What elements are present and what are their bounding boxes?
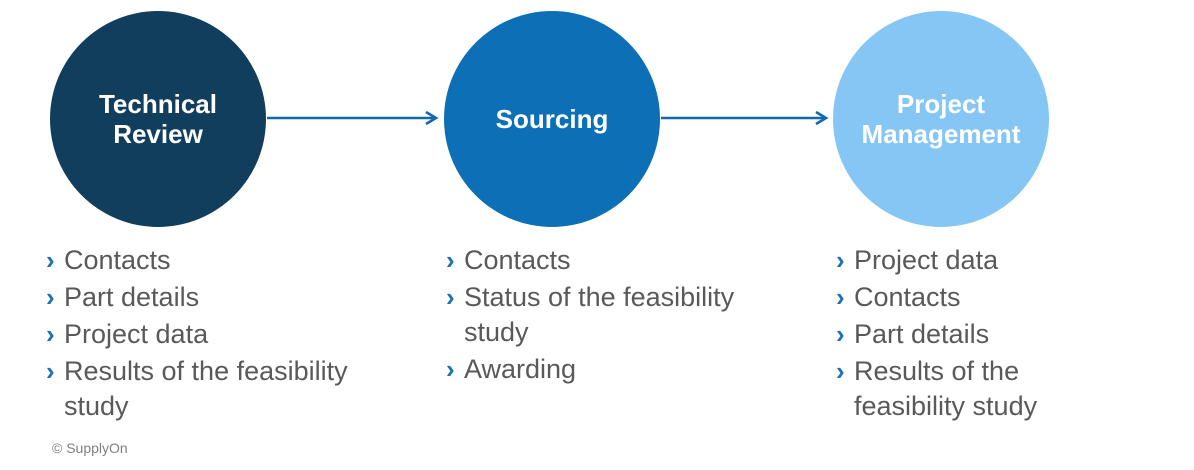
list-item-text: Contacts	[64, 245, 171, 275]
stage-list-technical-review: › Contacts › Part details › Project data…	[46, 243, 388, 426]
list-item-text: Part details	[64, 282, 200, 312]
chevron-bullet-icon: ›	[46, 282, 55, 312]
list-item: › Contacts	[836, 280, 1136, 315]
chevron-bullet-icon: ›	[446, 282, 455, 312]
list-item-text: Awarding	[464, 354, 577, 384]
list-item: › Awarding	[446, 352, 788, 387]
chevron-bullet-icon: ›	[836, 282, 845, 312]
list-item: › Part details	[46, 280, 388, 315]
stage-circle-technical-review: Technical Review	[50, 11, 266, 227]
stage-title-sourcing: Sourcing	[495, 103, 609, 134]
chevron-bullet-icon: ›	[46, 356, 55, 386]
stage-title-project-management: Project Management	[861, 88, 1021, 149]
chevron-bullet-icon: ›	[446, 354, 455, 384]
chevron-bullet-icon: ›	[836, 356, 845, 386]
list-item-text: Results of the feasibility study	[854, 356, 1038, 421]
list-item: › Contacts	[46, 243, 388, 278]
stage-title-technical-review: Technical Review	[98, 88, 217, 149]
list-item-text: Contacts	[464, 245, 571, 275]
chevron-bullet-icon: ›	[46, 245, 55, 275]
chevron-bullet-icon: ›	[446, 245, 455, 275]
chevron-bullet-icon: ›	[836, 245, 845, 275]
list-item-text: Part details	[854, 319, 990, 349]
stage-circle-sourcing: Sourcing	[444, 11, 660, 227]
list-item: › Results of the feasibility study	[46, 354, 388, 424]
chevron-bullet-icon: ›	[836, 319, 845, 349]
list-item-text: Contacts	[854, 282, 961, 312]
list-item-text: Project data	[64, 319, 209, 349]
list-item: › Part details	[836, 317, 1136, 352]
list-item-text: Results of the feasibility study	[64, 356, 348, 421]
list-item: › Contacts	[446, 243, 788, 278]
stage-circle-project-management: Project Management	[833, 11, 1049, 227]
list-item-text: Project data	[854, 245, 999, 275]
stage-list-sourcing: › Contacts › Status of the feasibility s…	[446, 243, 788, 389]
stage-list-project-management: › Project data › Contacts › Part details…	[836, 243, 1136, 426]
copyright-text: © SupplyOn	[52, 440, 128, 456]
list-item: › Project data	[836, 243, 1136, 278]
list-item: › Status of the feasibility study	[446, 280, 788, 350]
list-item: › Results of the feasibility study	[836, 354, 1136, 424]
chevron-bullet-icon: ›	[46, 319, 55, 349]
list-item-text: Status of the feasibility study	[464, 282, 735, 347]
list-item: › Project data	[46, 317, 388, 352]
